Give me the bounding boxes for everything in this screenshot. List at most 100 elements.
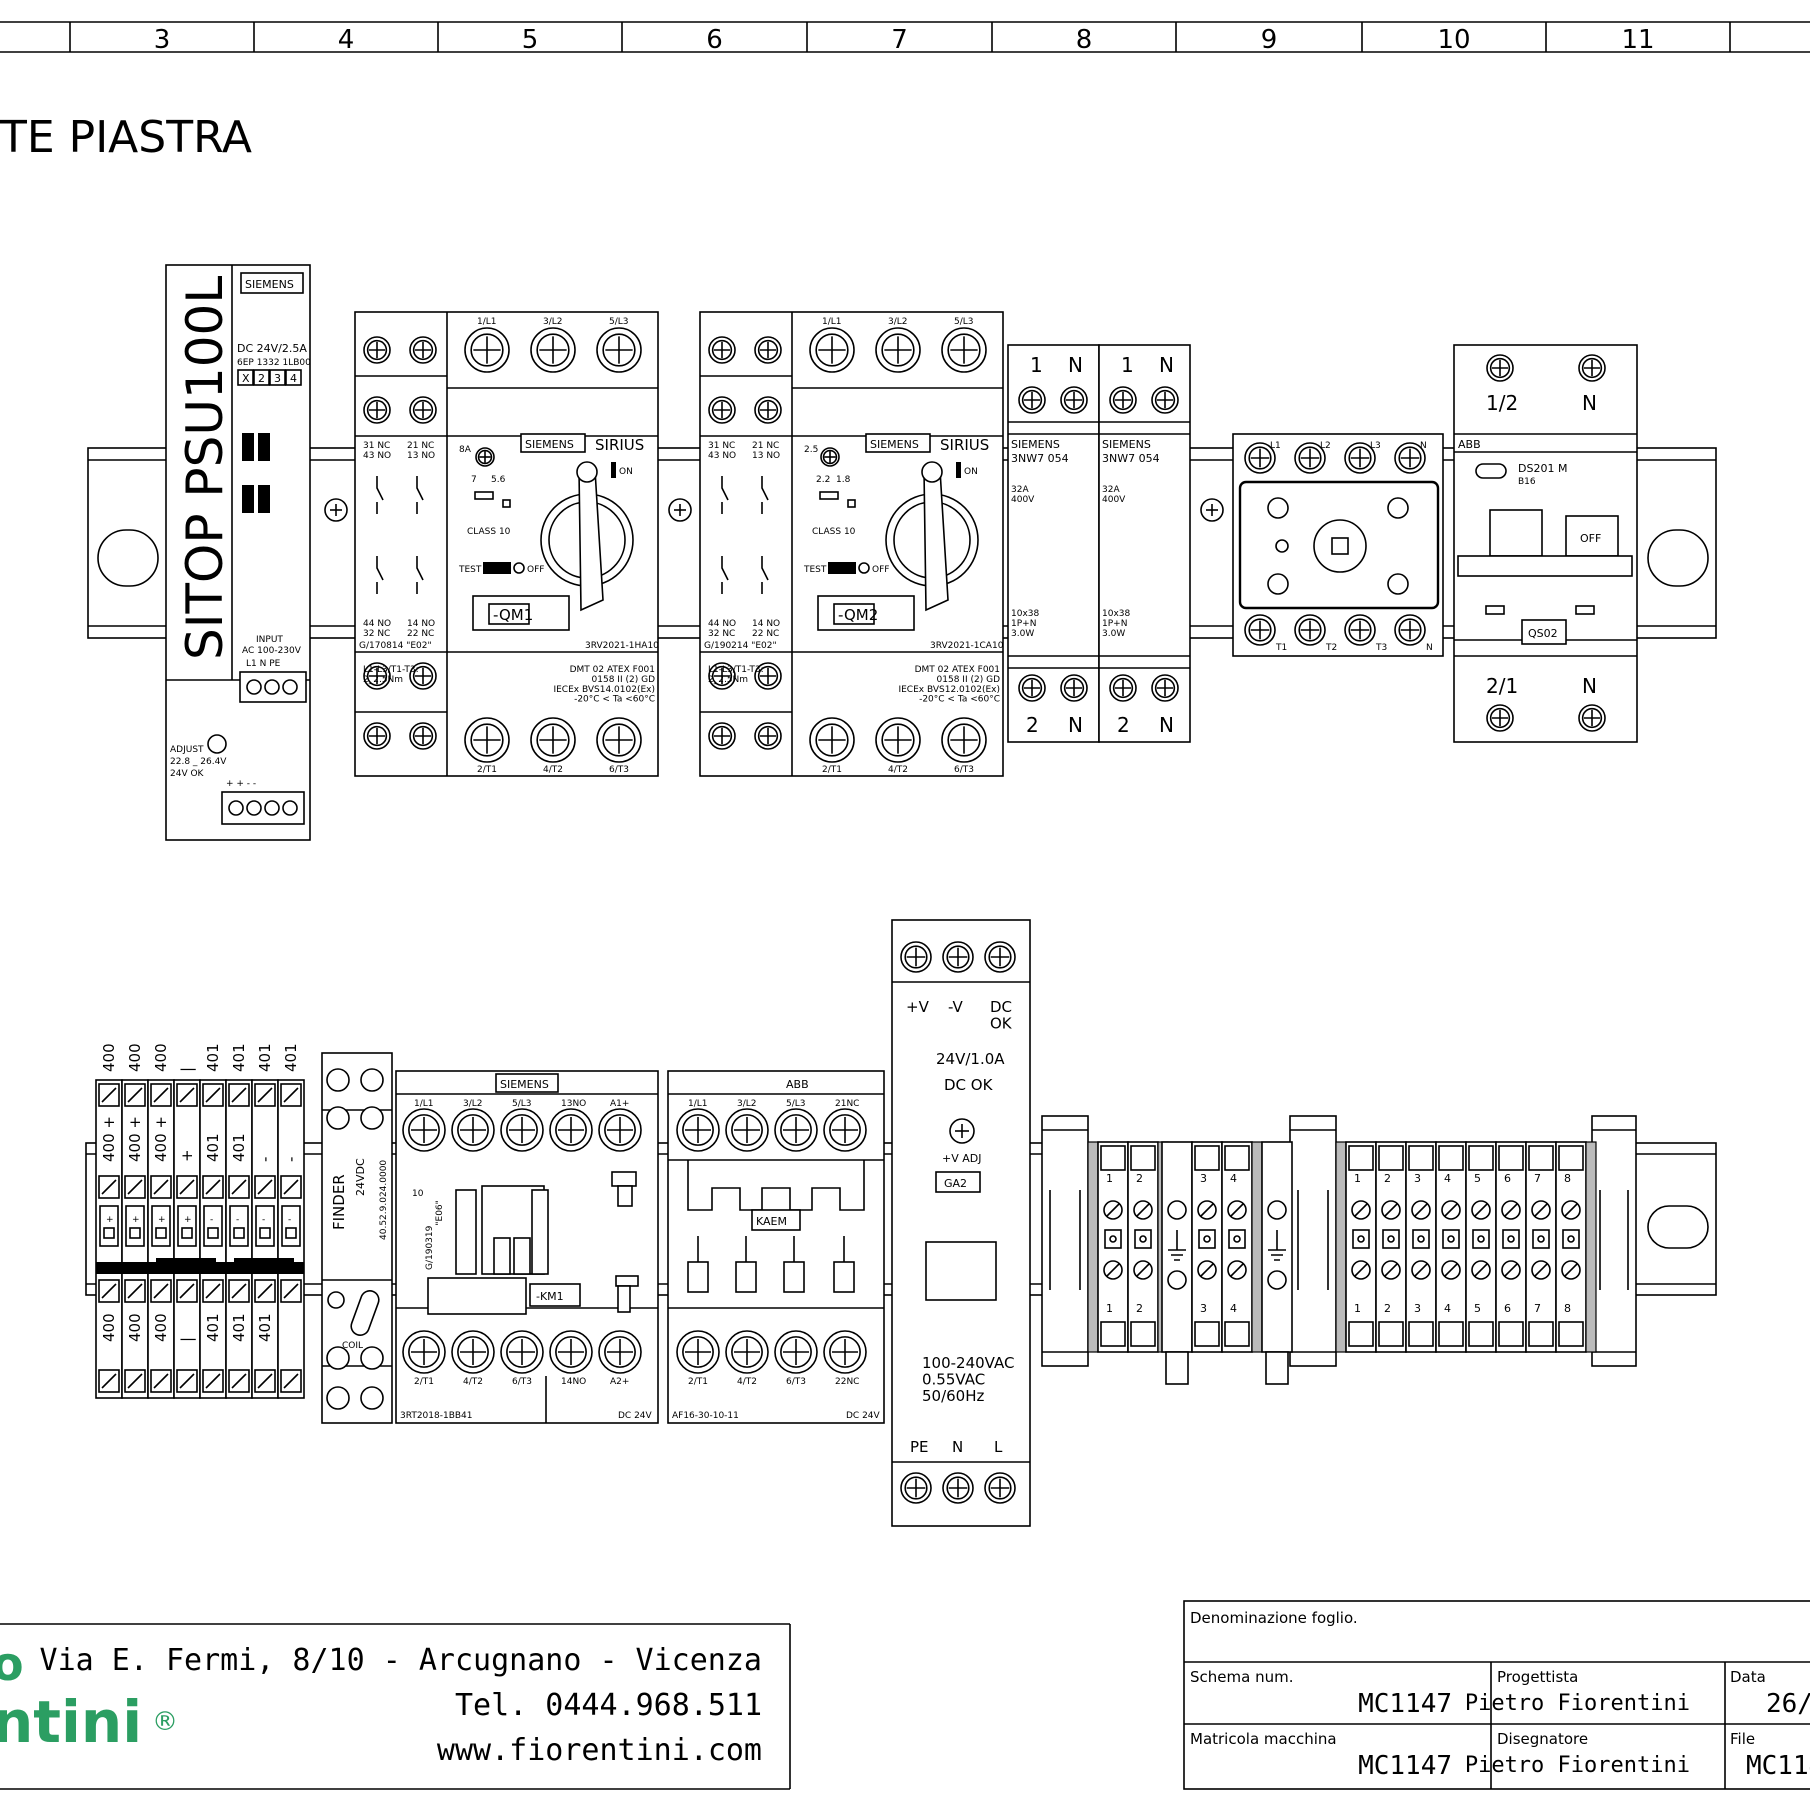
- terminal-screw-icon[interactable]: [774, 1330, 818, 1374]
- terminal-screw-icon[interactable]: [1018, 386, 1046, 414]
- aux-terminal-screw-icon[interactable]: [754, 336, 782, 364]
- terminal-screw-icon[interactable]: [1060, 674, 1088, 702]
- terminal-screw-icon[interactable]: [676, 1330, 720, 1374]
- breaker-toggle[interactable]: [1565, 515, 1619, 557]
- aux-terminal-screw-icon[interactable]: [409, 722, 437, 750]
- terminal-screw-icon[interactable]: [774, 1108, 818, 1152]
- terminal-screw-icon[interactable]: [725, 1108, 769, 1152]
- starter-series: SIRIUS: [595, 436, 644, 454]
- on-label: ON: [964, 467, 978, 477]
- aux-terminal-screw-icon[interactable]: [363, 336, 391, 364]
- main-terminal-screw-icon[interactable]: [941, 327, 987, 373]
- aux-terminal-screw-icon[interactable]: [409, 396, 437, 424]
- main-terminal-screw-icon[interactable]: [875, 717, 921, 763]
- terminal-screw-icon[interactable]: [823, 1330, 867, 1374]
- main-terminal-screw-icon[interactable]: [464, 717, 510, 763]
- terminal-screw-icon[interactable]: [900, 941, 932, 973]
- terminal-screw-icon[interactable]: [1578, 354, 1606, 382]
- rail-terminal-number-bottom: 2: [1384, 1302, 1391, 1315]
- terminal-screw-icon[interactable]: [451, 1108, 495, 1152]
- main-terminal-screw-icon[interactable]: [530, 327, 576, 373]
- test-button[interactable]: [828, 562, 856, 574]
- current-dial-icon[interactable]: [475, 447, 495, 467]
- aux-terminal-screw-icon[interactable]: [754, 396, 782, 424]
- aux-terminal-screw-icon[interactable]: [363, 396, 391, 424]
- terminal-screw-icon[interactable]: [451, 1330, 495, 1374]
- terminal-screw-icon[interactable]: [1344, 442, 1376, 474]
- terminal-screw-icon[interactable]: [1578, 704, 1606, 732]
- aux-terminal-screw-icon[interactable]: [708, 662, 736, 690]
- terminal-screw-icon[interactable]: [900, 1472, 932, 1504]
- aux-terminal-screw-icon[interactable]: [708, 336, 736, 364]
- main-terminal-screw-icon[interactable]: [530, 717, 576, 763]
- terminal-screw-icon[interactable]: [823, 1108, 867, 1152]
- main-terminal-screw-icon[interactable]: [464, 327, 510, 373]
- terminal-screw-icon[interactable]: [1109, 674, 1137, 702]
- terminal-screw-icon[interactable]: [984, 941, 1016, 973]
- title-block: Denominazione foglio. Schema num. MC1147…: [1183, 1600, 1810, 1790]
- terminal-sign: +: [158, 1215, 166, 1225]
- terminal-top-number: 401: [204, 1043, 222, 1072]
- aux-terminal-screw-icon[interactable]: [409, 662, 437, 690]
- terminal-screw-icon[interactable]: [549, 1108, 593, 1152]
- terminal-screw-icon[interactable]: [598, 1108, 642, 1152]
- aux-terminal-screw-icon[interactable]: [363, 662, 391, 690]
- aux-terminal-screw-icon[interactable]: [754, 722, 782, 750]
- terminal-screw-icon[interactable]: [1394, 614, 1426, 646]
- terminal-screw-icon[interactable]: [942, 1472, 974, 1504]
- terminal-screw-icon[interactable]: [984, 1472, 1016, 1504]
- terminal-label: 401: [204, 1133, 222, 1162]
- terminal-screw-icon[interactable]: [402, 1330, 446, 1374]
- rail-terminal-number-top: 2: [1384, 1172, 1391, 1185]
- psu-input-screws: [246, 679, 298, 695]
- terminal-screw-icon[interactable]: [1244, 442, 1276, 474]
- main-terminal-screw-icon[interactable]: [875, 327, 921, 373]
- terminal-screw-icon[interactable]: [1018, 674, 1046, 702]
- terminal-screw-icon[interactable]: [1060, 386, 1088, 414]
- terminal-screw-icon[interactable]: [598, 1330, 642, 1374]
- terminal-screw-icon[interactable]: [1244, 614, 1276, 646]
- terminal-screw-icon[interactable]: [1151, 674, 1179, 702]
- terminal-screw-icon[interactable]: [1294, 614, 1326, 646]
- main-terminal-label: 4/T2: [888, 765, 908, 775]
- terminal-screw-icon[interactable]: [1344, 614, 1376, 646]
- main-terminal-screw-icon[interactable]: [596, 327, 642, 373]
- terminal-screw-icon[interactable]: [942, 941, 974, 973]
- terminal-screw-icon[interactable]: [1109, 386, 1137, 414]
- dial-max-value: 8A: [459, 445, 472, 455]
- main-terminal-screw-icon[interactable]: [809, 327, 855, 373]
- main-terminal-screw-icon[interactable]: [596, 717, 642, 763]
- aux-terminal-screw-icon[interactable]: [409, 336, 437, 364]
- relay-code: 40.52.9.024.0000: [379, 1160, 389, 1240]
- column-number: 11: [1621, 25, 1654, 55]
- aux-terminal-screw-icon[interactable]: [754, 662, 782, 690]
- main-terminal-screw-icon[interactable]: [941, 717, 987, 763]
- terminal-screw-icon[interactable]: [500, 1330, 544, 1374]
- km1-top-terminal-label: 3/L2: [463, 1099, 483, 1109]
- terminal-screw-icon[interactable]: [1294, 442, 1326, 474]
- terminal-screw-icon[interactable]: [1486, 354, 1514, 382]
- aux-terminal-screw-icon[interactable]: [708, 722, 736, 750]
- terminal-screw-icon[interactable]: [1486, 704, 1514, 732]
- terminal-screw-icon[interactable]: [725, 1330, 769, 1374]
- psu-slot-label: 3: [274, 372, 281, 385]
- fuse-top-terminal-label: N: [1068, 353, 1083, 377]
- test-button[interactable]: [483, 562, 511, 574]
- aux-terminal-screw-icon[interactable]: [708, 396, 736, 424]
- terminal-screw-icon[interactable]: [1394, 442, 1426, 474]
- terminal-top-number: 400: [100, 1043, 118, 1072]
- terminal-screw-icon[interactable]: [500, 1108, 544, 1152]
- terminal-screw-icon[interactable]: [676, 1108, 720, 1152]
- main-terminal-label: 1/L1: [477, 317, 497, 327]
- aux-terminal-screw-icon[interactable]: [363, 722, 391, 750]
- psu-adjust-potentiometer-icon[interactable]: [207, 734, 227, 754]
- terminal-screw-icon[interactable]: [549, 1330, 593, 1374]
- terminal-screw-icon[interactable]: [1151, 386, 1179, 414]
- terminal-screw-icon[interactable]: [402, 1108, 446, 1152]
- current-dial-icon[interactable]: [820, 447, 840, 467]
- tb-schema-value: MC1147: [1358, 1689, 1452, 1719]
- main-terminal-screw-icon[interactable]: [809, 717, 855, 763]
